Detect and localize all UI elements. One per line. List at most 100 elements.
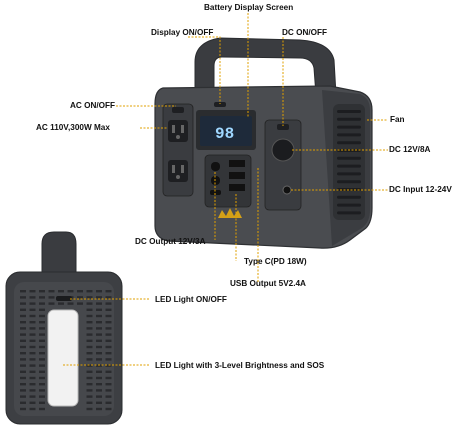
side-vent-slot [86, 395, 93, 398]
side-vent-slot [20, 290, 26, 293]
ac-onoff-button[interactable] [172, 107, 184, 113]
fan-slot [337, 195, 361, 199]
side-vent-slot [96, 327, 102, 330]
side-vent-slot [105, 290, 112, 293]
side-vent-slot [39, 339, 45, 342]
dc-12v-socket [271, 138, 295, 162]
battery-display-screen [200, 116, 252, 146]
side-vent-slot [39, 296, 45, 299]
display-readout: 98 [215, 125, 234, 143]
fan-slot [337, 164, 361, 168]
side-vent-slot [86, 364, 93, 367]
side-vent-slot [20, 327, 26, 330]
side-vent-slot [29, 401, 36, 404]
side-vent-slot [29, 308, 36, 311]
fan-slot [337, 211, 361, 215]
side-vent-slot [39, 407, 45, 411]
side-vent-slot [105, 358, 112, 361]
label-display-onoff: Display ON/OFF [151, 28, 214, 37]
led-light-panel [47, 309, 79, 407]
fan-slot [337, 203, 361, 207]
side-vent-slot [39, 290, 45, 293]
side-vent-slot [39, 352, 45, 355]
side-vent-slot [39, 376, 45, 380]
side-vent-slot [29, 290, 36, 293]
side-vent-slot [39, 401, 45, 404]
side-vent-slot [105, 333, 112, 336]
type-c-port [210, 190, 221, 195]
side-vent-slot [86, 401, 93, 404]
side-vent-slot [96, 352, 102, 355]
side-vent-slot [29, 345, 36, 349]
side-vent-slot [29, 302, 36, 305]
side-vent-slot [105, 314, 112, 318]
side-vent-slot [20, 364, 26, 367]
label-battery-display-screen: Battery Display Screen [204, 3, 294, 12]
side-vent-slot [96, 376, 102, 380]
side-vent-slot [20, 383, 26, 386]
side-vent-slot [96, 339, 102, 342]
side-vent-slot [105, 339, 112, 342]
dc-onoff-button[interactable] [277, 124, 289, 130]
dc-output-port [211, 162, 220, 171]
side-vent-slot [96, 302, 102, 305]
side-vent-slot [20, 401, 26, 404]
label-dc-12v: DC 12V/8A [389, 145, 431, 154]
side-vent-slot [86, 389, 93, 392]
side-vent-slot [58, 302, 64, 305]
leader-display-onoff [188, 36, 221, 104]
side-vent-slot [96, 314, 102, 318]
side-vent-slot [86, 321, 93, 324]
side-vent-slot [96, 358, 102, 361]
side-vent-slot [105, 407, 112, 411]
side-vent-slot [105, 308, 112, 311]
side-vent-slot [105, 321, 112, 324]
side-vent-slot [86, 302, 93, 305]
label-dc-output: DC Output 12V/3A [135, 237, 206, 246]
side-vent-slot [20, 358, 26, 361]
side-vent-slot [96, 345, 102, 349]
side-vent-slot [105, 370, 112, 373]
side-vent-slot [86, 314, 93, 318]
side-vent-slot [39, 345, 45, 349]
label-dc-onoff: DC ON/OFF [282, 28, 328, 37]
ac-outlet-panel [162, 103, 194, 197]
fan-slot [337, 180, 361, 184]
side-vent-slot [39, 302, 45, 305]
fan-slot [337, 125, 361, 129]
led-onoff-button[interactable] [56, 296, 72, 301]
leader-lines [63, 13, 388, 366]
side-vent-slot [86, 352, 93, 355]
side-vent-slot [105, 345, 112, 349]
side-vent-slot [20, 395, 26, 398]
display-onoff-button[interactable] [214, 102, 226, 107]
power-station-side-view [5, 231, 123, 425]
side-vent-slot [67, 302, 74, 305]
side-vent-slot [105, 302, 112, 305]
fan-slot [337, 141, 361, 145]
side-vent-grid [20, 290, 112, 411]
label-usb-output: USB Output 5V2.4A [230, 279, 306, 288]
side-vent-slot [96, 308, 102, 311]
fan-slot [337, 110, 361, 113]
side-vent-slot [105, 383, 112, 386]
side-vent-slot [29, 364, 36, 367]
side-vent-slot [20, 321, 26, 324]
side-vent-slot [29, 376, 36, 380]
label-ac-output: AC 110V,300W Max [36, 123, 110, 132]
side-vent-slot [96, 383, 102, 386]
side-vent-slot [96, 364, 102, 367]
side-vent-slot [86, 345, 93, 349]
side-vent-slot [48, 302, 55, 305]
side-vent-slot [77, 296, 83, 299]
dc-input-port [282, 185, 292, 195]
side-vent-slot [29, 370, 36, 373]
usb-port-3 [229, 184, 245, 191]
side-handle [41, 231, 77, 281]
side-vent-slot [39, 370, 45, 373]
side-vent-slot [86, 339, 93, 342]
side-vent-slot [86, 370, 93, 373]
side-vent-slot [67, 290, 74, 293]
side-vent-slot [29, 314, 36, 318]
side-vent-slot [77, 302, 83, 305]
